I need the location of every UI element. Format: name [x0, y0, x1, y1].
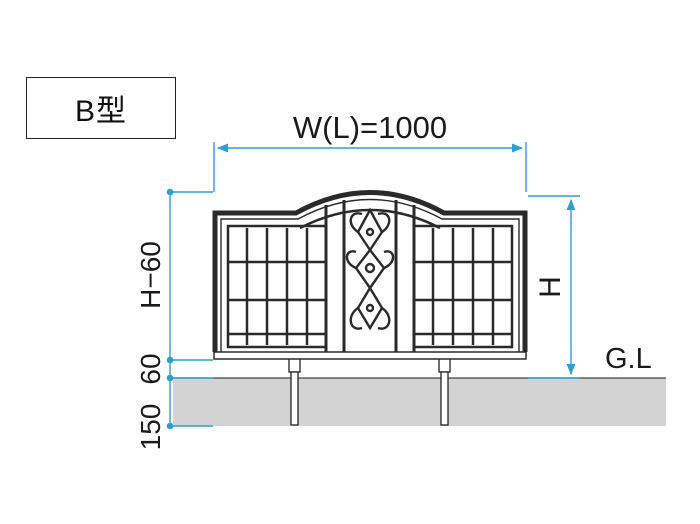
width-dimension	[213, 142, 527, 192]
fence-panel	[212, 190, 528, 360]
left-dim-label-h-60: H−60	[135, 241, 166, 309]
ground-strip	[173, 378, 666, 426]
height-dimension	[528, 195, 580, 379]
height-label: H	[534, 276, 567, 298]
left-dim-label-60: 60	[135, 353, 166, 384]
model-type-label: B型	[26, 77, 176, 139]
left-dim-label-150: 150	[135, 404, 166, 451]
ground-level-label: G.L	[605, 343, 652, 375]
width-label: W(L)=1000	[293, 110, 447, 145]
left-dimension	[166, 188, 213, 430]
ornament-scroll	[345, 207, 395, 331]
